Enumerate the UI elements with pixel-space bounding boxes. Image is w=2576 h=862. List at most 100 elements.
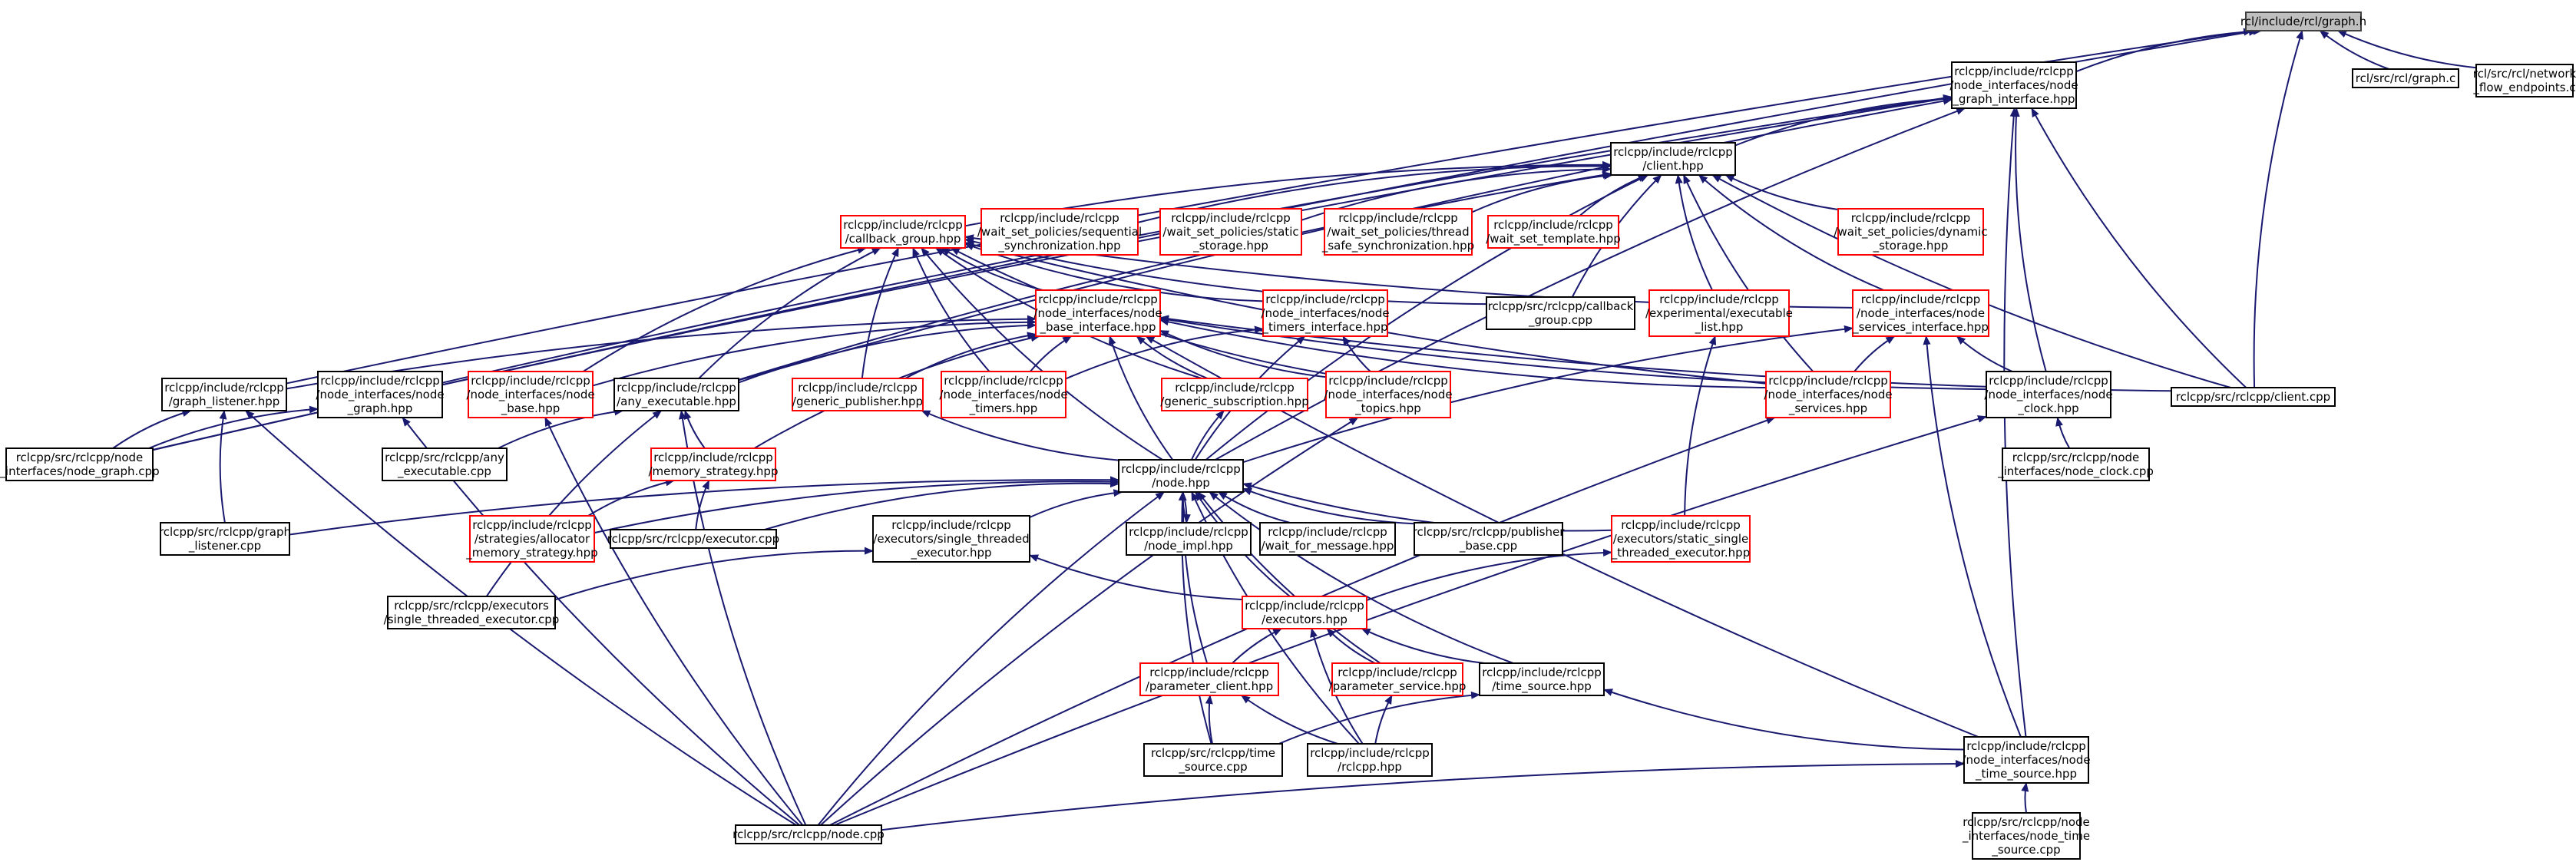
node-box[interactable] <box>2245 12 2362 31</box>
node-callback-group[interactable]: rclcpp/include/rclcpp/callback_group.hpp <box>840 215 966 249</box>
node-box[interactable] <box>1139 662 1279 696</box>
node-wsp-dynamic[interactable]: rclcpp/include/rclcpp/wait_set_policies/… <box>1834 208 1988 256</box>
node-time-source-cpp[interactable]: rclcpp/src/rclcpp/time_source.cpp <box>1143 743 1283 777</box>
node-box[interactable] <box>1161 378 1308 411</box>
node-box[interactable] <box>5 448 154 481</box>
node-box[interactable] <box>1324 208 1473 256</box>
node-allocator-memory-strategy[interactable]: rclcpp/include/rclcpp/strategies/allocat… <box>465 515 598 563</box>
node-box[interactable] <box>1972 812 2081 860</box>
node-graph-listener-hpp[interactable]: rclcpp/include/rclcpp/graph_listener.hpp <box>161 378 287 411</box>
node-generic-publisher[interactable]: rclcpp/include/rclcpp/generic_publisher.… <box>792 378 924 411</box>
node-rclcpp-hpp[interactable]: rclcpp/include/rclcpp/rclcpp.hpp <box>1307 743 1433 777</box>
node-node-clock-hpp[interactable]: rclcpp/include/rclcpp/node_interfaces/no… <box>1984 371 2113 418</box>
node-static-single-threaded[interactable]: rclcpp/include/rclcpp/executors/static_s… <box>1611 515 1751 563</box>
node-node-timers-interface[interactable]: rclcpp/include/rclcpp/node_interfaces/no… <box>1261 289 1390 337</box>
node-box[interactable] <box>1611 515 1751 563</box>
node-box[interactable] <box>1126 522 1252 556</box>
node-box[interactable] <box>1331 662 1463 696</box>
node-any-executable-hpp[interactable]: rclcpp/include/rclcpp/any_executable.hpp <box>613 378 739 411</box>
node-node-graph-hpp[interactable]: rclcpp/include/rclcpp/node_interfaces/no… <box>316 371 445 418</box>
node-wait-set-template[interactable]: rclcpp/include/rclcpp/wait_set_template.… <box>1486 215 1621 249</box>
node-network-flow[interactable]: rcl/src/rcl/network_flow_endpoints.c <box>2472 64 2576 97</box>
node-box[interactable] <box>160 522 290 556</box>
node-box[interactable] <box>1143 743 1283 777</box>
node-node-graph-interface[interactable]: rclcpp/include/rclcpp/node_interfaces/no… <box>1949 61 2078 109</box>
node-box[interactable] <box>941 371 1066 418</box>
node-box[interactable] <box>382 448 508 481</box>
node-node-time-source-cpp[interactable]: rclcpp/src/rclcpp/node_interfaces/node_t… <box>1962 812 2090 860</box>
node-box[interactable] <box>650 448 776 481</box>
node-box[interactable] <box>1852 289 1989 337</box>
node-box[interactable] <box>1325 371 1451 418</box>
node-callback-group-cpp[interactable]: rclcpp/src/rclcpp/callback_group.cpp <box>1486 296 1635 330</box>
node-client-hpp[interactable]: rclcpp/include/rclcpp/client.hpp <box>1610 142 1736 176</box>
node-node-hpp[interactable]: rclcpp/include/rclcpp/node.hpp <box>1118 459 1244 493</box>
node-box[interactable] <box>872 515 1030 563</box>
node-executor-cpp[interactable]: rclcpp/src/rclcpp/executor.cpp <box>607 529 779 549</box>
node-box[interactable] <box>1414 522 1563 556</box>
node-box[interactable] <box>2352 68 2459 88</box>
node-box[interactable] <box>2002 448 2150 481</box>
node-node-clock-cpp[interactable]: rclcpp/src/rclcpp/node_interfaces/node_c… <box>1997 448 2154 481</box>
node-wsp-sequential[interactable]: rclcpp/include/rclcpp/wait_set_policies/… <box>977 208 1142 256</box>
node-parameter-client[interactable]: rclcpp/include/rclcpp/parameter_client.h… <box>1139 662 1279 696</box>
node-box[interactable] <box>468 371 594 418</box>
node-box[interactable] <box>735 824 882 844</box>
node-box[interactable] <box>610 529 777 549</box>
node-node-topics-hpp[interactable]: rclcpp/include/rclcpp/node_interfaces/no… <box>1324 371 1453 418</box>
node-box[interactable] <box>1486 296 1635 330</box>
node-box[interactable] <box>2475 64 2574 97</box>
node-box[interactable] <box>2171 387 2336 407</box>
node-node-graph-cpp[interactable]: rclcpp/src/rclcpp/node_interfaces/node_g… <box>0 448 160 481</box>
node-box[interactable] <box>317 371 443 418</box>
node-node-base-hpp[interactable]: rclcpp/include/rclcpp/node_interfaces/no… <box>466 371 595 418</box>
node-wait-for-message[interactable]: rclcpp/include/rclcpp/wait_for_message.h… <box>1259 522 1396 556</box>
node-node-time-source-hpp[interactable]: rclcpp/include/rclcpp/node_interfaces/no… <box>1962 736 2091 784</box>
node-executors-hpp[interactable]: rclcpp/include/rclcpp/executors.hpp <box>1242 596 1367 629</box>
node-box[interactable] <box>613 378 739 411</box>
node-node-cpp[interactable]: rclcpp/src/rclcpp/node.cpp <box>732 824 885 844</box>
node-box[interactable] <box>840 215 966 249</box>
node-graph-listener-cpp[interactable]: rclcpp/src/rclcpp/graph_listener.cpp <box>159 522 291 556</box>
node-node-timers-hpp[interactable]: rclcpp/include/rclcpp/node_interfaces/no… <box>939 371 1068 418</box>
node-box[interactable] <box>1765 371 1891 418</box>
node-time-source-hpp[interactable]: rclcpp/include/rclcpp/time_source.hpp <box>1479 662 1605 696</box>
node-node-base-interface[interactable]: rclcpp/include/rclcpp/node_interfaces/no… <box>1033 289 1162 337</box>
node-box[interactable] <box>1259 522 1396 556</box>
node-node-services-interface[interactable]: rclcpp/include/rclcpp/node_interfaces/no… <box>1852 289 1989 337</box>
node-box[interactable] <box>1487 215 1619 249</box>
node-node-services-hpp[interactable]: rclcpp/include/rclcpp/node_interfaces/no… <box>1764 371 1893 418</box>
node-memory-strategy[interactable]: rclcpp/include/rclcpp/memory_strategy.hp… <box>649 448 779 481</box>
node-box[interactable] <box>792 378 924 411</box>
node-experimental-exec-list[interactable]: rclcpp/include/rclcpp/experimental/execu… <box>1645 289 1793 337</box>
node-box[interactable] <box>1035 289 1161 337</box>
node-parameter-service[interactable]: rclcpp/include/rclcpp/parameter_service.… <box>1329 662 1467 696</box>
node-box[interactable] <box>387 596 556 629</box>
node-box[interactable] <box>1610 142 1736 176</box>
node-box[interactable] <box>1648 289 1790 337</box>
node-box[interactable] <box>1262 289 1388 337</box>
node-box[interactable] <box>1837 208 1984 256</box>
node-graph-c[interactable]: rcl/src/rcl/graph.c <box>2352 68 2459 88</box>
node-box[interactable] <box>980 208 1139 256</box>
node-box[interactable] <box>1479 662 1605 696</box>
node-client-cpp[interactable]: rclcpp/src/rclcpp/client.cpp <box>2171 387 2336 407</box>
node-wsp-thread-safe[interactable]: rclcpp/include/rclcpp/wait_set_policies/… <box>1321 208 1474 256</box>
node-box[interactable] <box>1307 743 1433 777</box>
node-box[interactable] <box>161 378 287 411</box>
node-node-impl-hpp[interactable]: rclcpp/include/rclcpp/node_impl.hpp <box>1126 522 1252 556</box>
node-generic-subscription[interactable]: rclcpp/include/rclcpp/generic_subscripti… <box>1160 378 1309 411</box>
node-box[interactable] <box>1242 596 1367 629</box>
node-box[interactable] <box>1118 459 1244 493</box>
node-single-threaded-executor-cpp[interactable]: rclcpp/src/rclcpp/executors/single_threa… <box>384 596 560 629</box>
node-single-threaded-executor-hpp[interactable]: rclcpp/include/rclcpp/executors/single_t… <box>872 515 1030 563</box>
node-publisher-base-cpp[interactable]: rclcpp/src/rclcpp/publisher_base.cpp <box>1413 522 1566 556</box>
node-any-executable-cpp[interactable]: rclcpp/src/rclcpp/any_executable.cpp <box>382 448 508 481</box>
node-box[interactable] <box>1986 371 2111 418</box>
node-box[interactable] <box>1951 61 2077 109</box>
node-wsp-static-storage[interactable]: rclcpp/include/rclcpp/wait_set_policies/… <box>1159 208 1302 256</box>
node-box[interactable] <box>469 515 595 563</box>
node-box[interactable] <box>1963 736 2089 784</box>
node-graph-h[interactable]: rcl/include/rcl/graph.h <box>2240 12 2366 31</box>
node-box[interactable] <box>1159 208 1302 256</box>
